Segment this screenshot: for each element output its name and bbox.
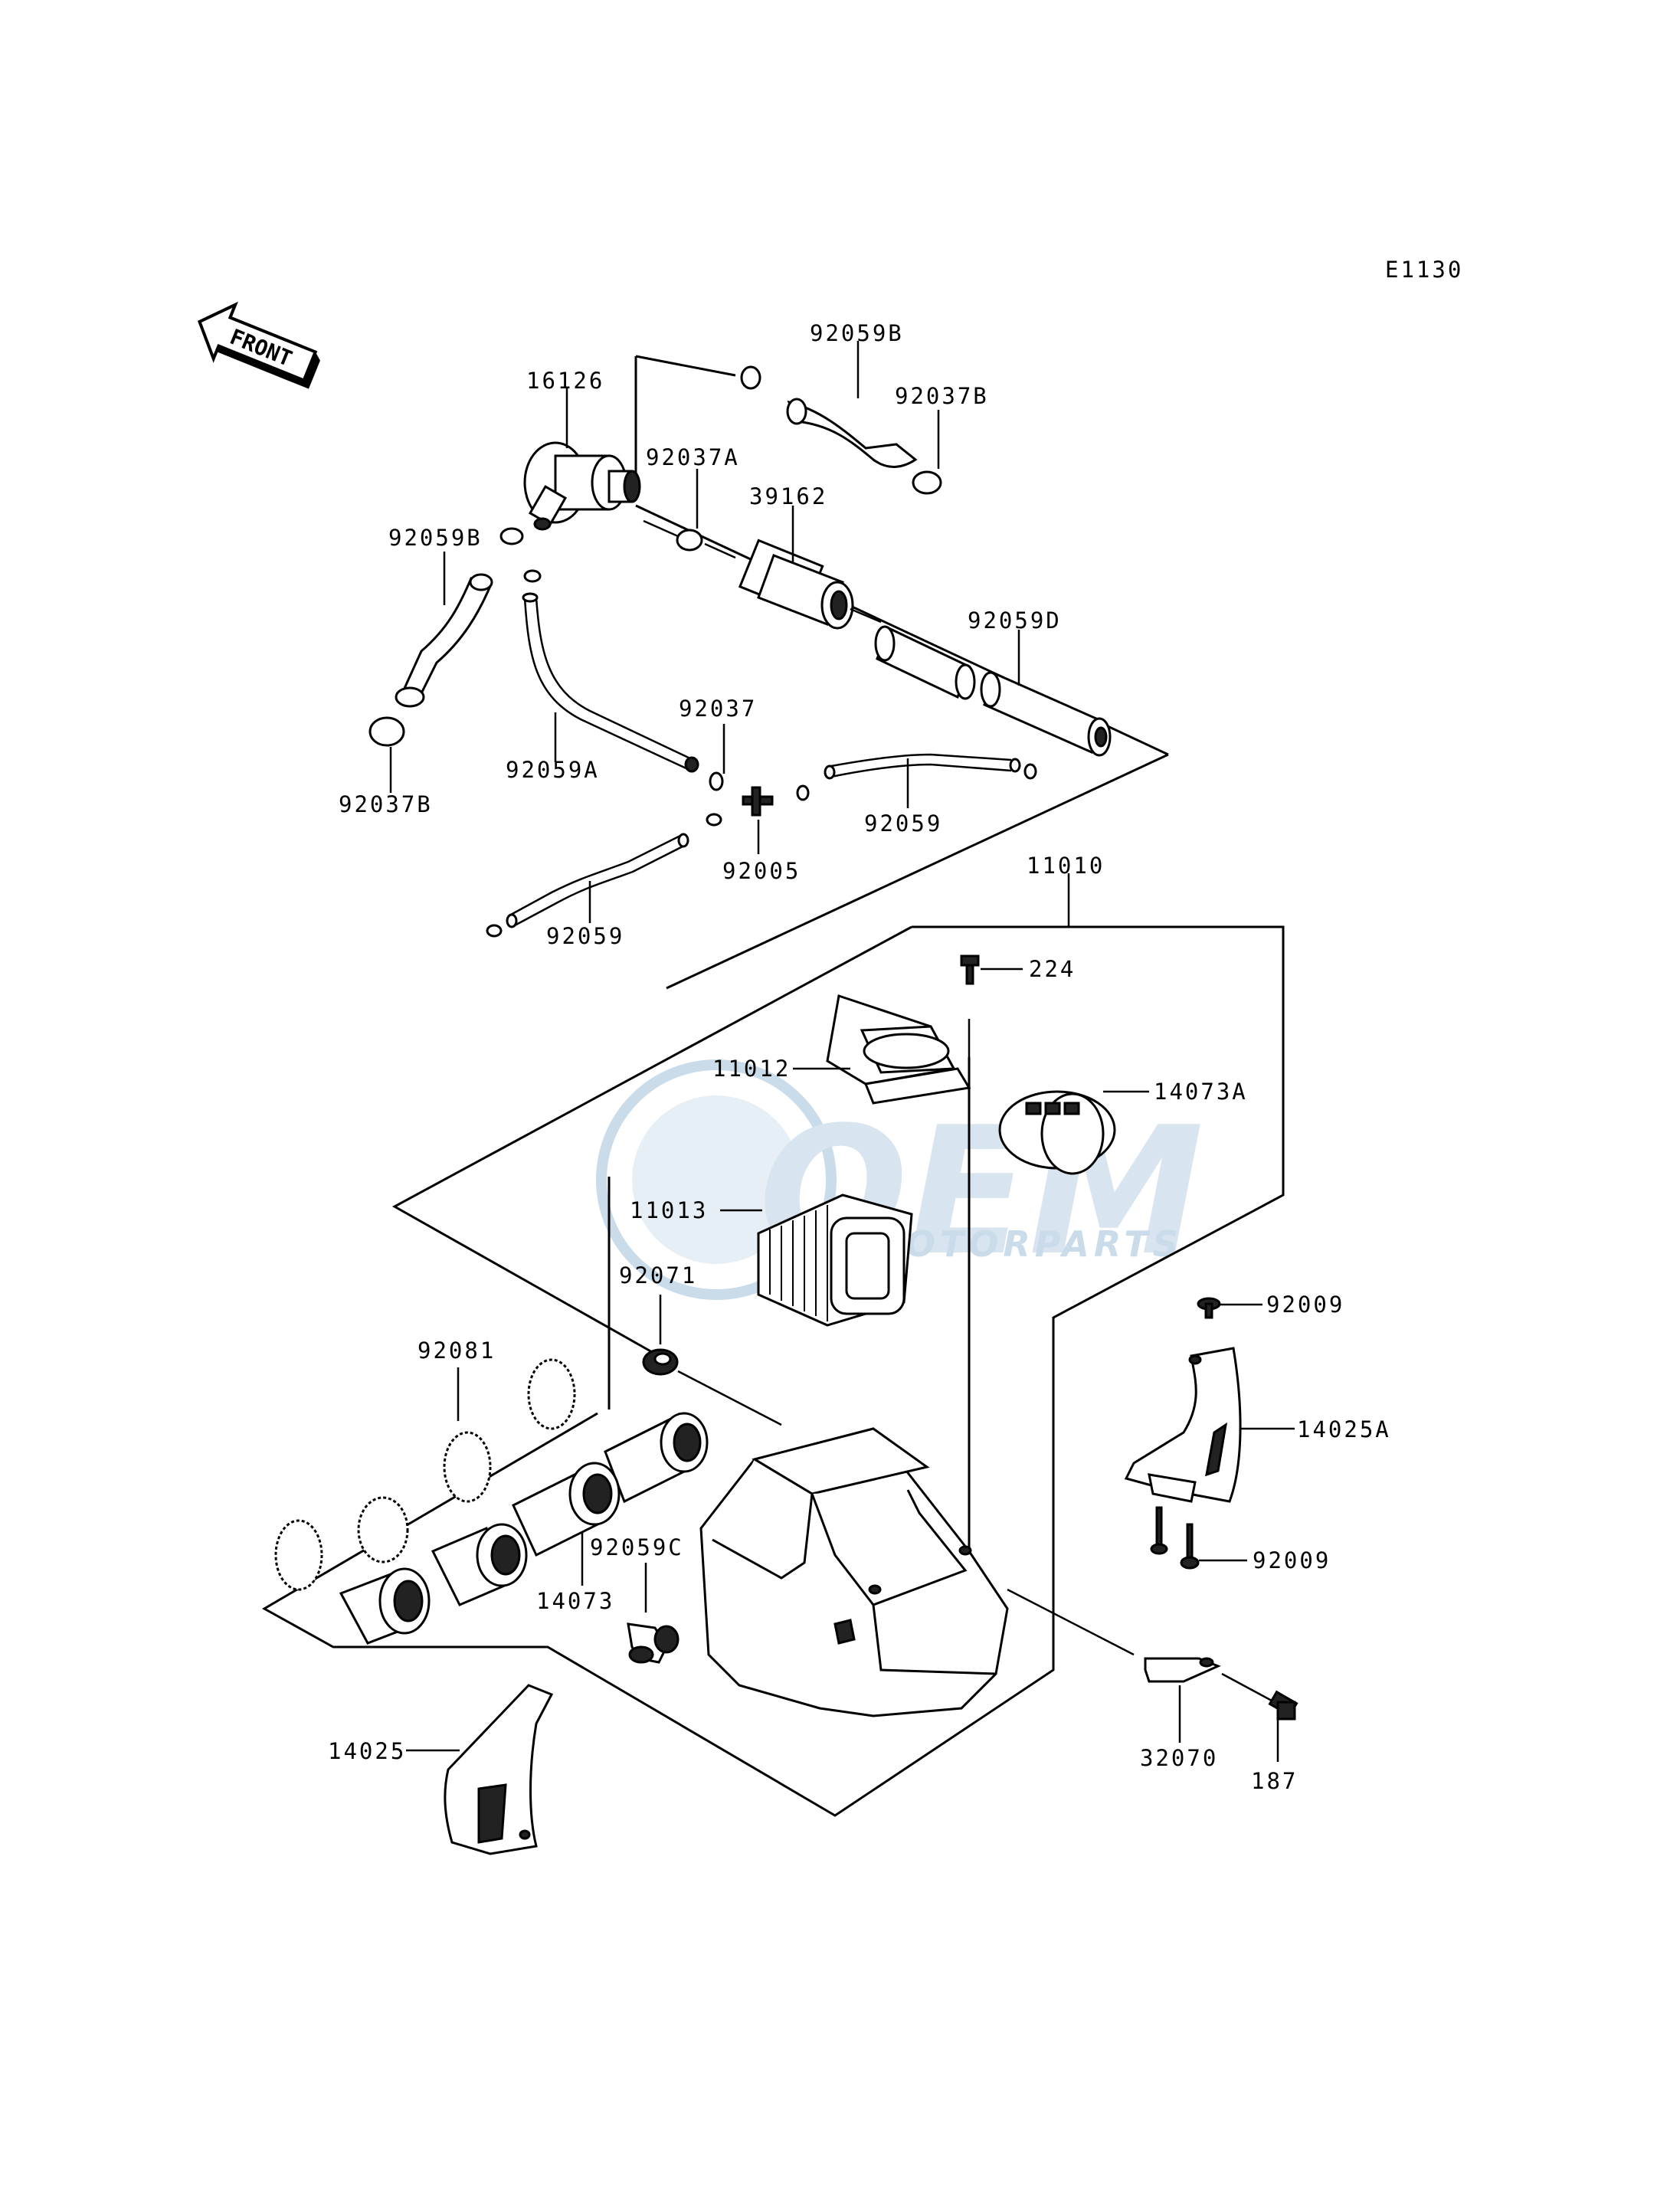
- label-92059B-left: 92059B: [388, 525, 483, 551]
- label-92059C: 92059C: [590, 1534, 684, 1560]
- part-92037B-clamp-left: [368, 716, 405, 747]
- label-92059B-top: 92059B: [810, 320, 904, 346]
- part-92059B-hose-left: [395, 573, 493, 708]
- label-39162: 39162: [749, 483, 827, 509]
- part-14025-cover: [444, 1684, 554, 1855]
- part-14025A-bracket: [1124, 1347, 1242, 1503]
- airbox-group-outline: [261, 925, 1285, 1817]
- label-92037B-left: 92037B: [339, 791, 433, 817]
- part-92037-clamp: [709, 771, 724, 791]
- watermark-sub: MOTORPARTS: [866, 1223, 1183, 1265]
- part-92059C-elbow: [627, 1622, 680, 1664]
- part-224-screw: [960, 954, 980, 985]
- part-32070-bracket: [1144, 1657, 1221, 1683]
- label-92071: 92071: [619, 1262, 697, 1288]
- label-14073: 14073: [536, 1588, 614, 1614]
- label-92059-right: 92059: [864, 810, 942, 837]
- part-clamp-upper-small: [499, 527, 524, 545]
- part-92009-screws-bottom: [1150, 1506, 1200, 1570]
- part-92037A-clamp: [676, 529, 703, 552]
- label-92059D: 92059D: [968, 607, 1062, 634]
- label-11012: 11012: [712, 1056, 791, 1082]
- part-14073A-plate: [998, 1090, 1116, 1175]
- label-92037B-top: 92037B: [895, 383, 989, 409]
- part-92059-hose-left: [486, 833, 689, 938]
- label-92059-left: 92059: [546, 923, 624, 949]
- label-92005: 92005: [722, 858, 801, 884]
- part-clamp-92005-left: [706, 813, 722, 827]
- part-92009-screw-top: [1197, 1297, 1221, 1319]
- label-14025A: 14025A: [1297, 1416, 1391, 1442]
- part-14073-ducts: [339, 1412, 709, 1645]
- label-224: 224: [1029, 956, 1076, 982]
- part-92081-clamp-rings: [274, 1358, 576, 1591]
- part-92037B-clamp-top: [912, 470, 942, 495]
- part-92059-hose-right: [824, 753, 1037, 780]
- part-92059B-hose-top: [740, 365, 918, 468]
- label-92059A: 92059A: [506, 757, 600, 783]
- label-32070: 32070: [1140, 1745, 1218, 1771]
- label-92009-top: 92009: [1266, 1292, 1344, 1318]
- diagram-code: E1130: [1385, 257, 1463, 283]
- part-92059D-tube: [874, 625, 1112, 757]
- label-187: 187: [1251, 1768, 1298, 1794]
- label-11013: 11013: [630, 1197, 708, 1223]
- part-92059A-hose: [522, 592, 699, 773]
- label-92037A: 92037A: [646, 444, 740, 470]
- part-11013-element: [757, 1193, 913, 1327]
- part-clamp-lower-small: [523, 569, 542, 583]
- part-187-bolt: [1221, 1672, 1298, 1721]
- part-16126-valve: [523, 441, 641, 531]
- label-14073A: 14073A: [1154, 1079, 1248, 1105]
- label-16126: 16126: [526, 368, 604, 394]
- label-11010: 11010: [1027, 853, 1105, 879]
- part-39162-filter: [738, 539, 854, 630]
- part-92005-fitting: [742, 786, 774, 817]
- label-92009-bot: 92009: [1253, 1547, 1331, 1573]
- part-11012-cover: [826, 994, 971, 1105]
- part-clamp-92005-right: [796, 784, 810, 801]
- part-airbox-housing: [699, 1427, 1009, 1717]
- front-arrow-icon: FRONT: [197, 301, 320, 389]
- label-14025: 14025: [328, 1738, 406, 1764]
- part-92071-grommet: [642, 1348, 679, 1376]
- label-92037: 92037: [679, 696, 757, 722]
- label-92081: 92081: [418, 1338, 496, 1364]
